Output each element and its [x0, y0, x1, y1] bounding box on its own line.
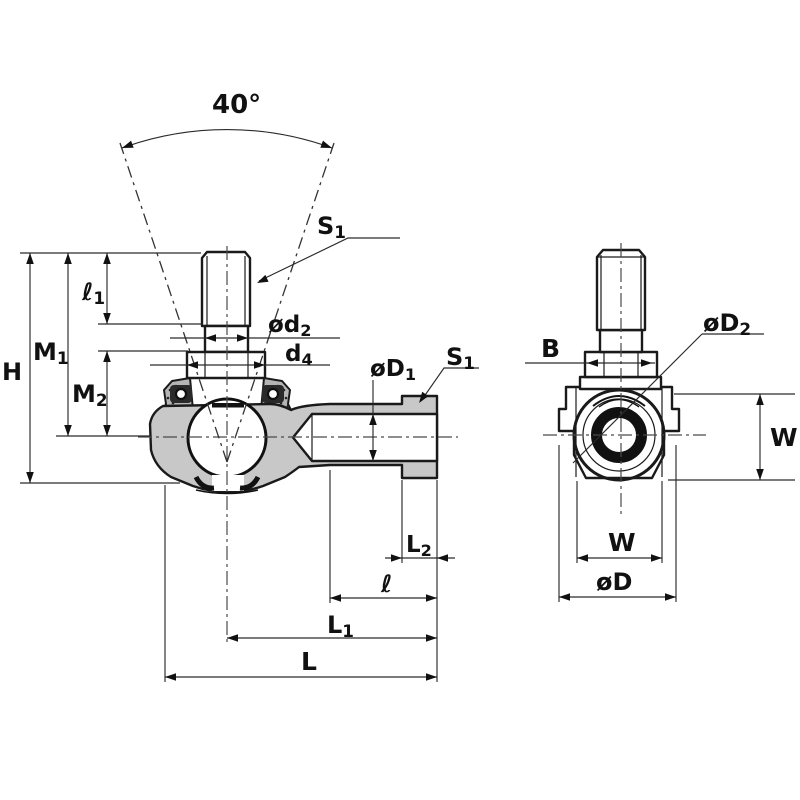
stud-thread-right — [595, 248, 647, 332]
bottom-lip-edge — [195, 489, 259, 495]
label-nut-width: B — [541, 334, 560, 363]
bottom-lip-left — [193, 475, 215, 491]
dim-total-length: L — [165, 647, 437, 681]
swing-cone: 40° — [119, 90, 335, 463]
leader-socket-wrench: S1 — [415, 343, 479, 406]
label-washer-dia: d4 — [285, 341, 313, 369]
label-socket-wrench: S1 — [446, 343, 475, 373]
boot-arc-inner — [598, 398, 640, 408]
housing-front — [557, 385, 681, 480]
dim-m1: M1 — [33, 253, 72, 436]
dim-body-dia: øD — [558, 445, 677, 602]
dim-socket-thread-length: ℓ — [330, 570, 437, 602]
stud-thread-left — [200, 250, 252, 328]
dim-washer-dia: d4 — [150, 341, 330, 369]
stud-end-face — [212, 403, 244, 408]
label-center-to-end: L1 — [327, 611, 354, 641]
label-cone-angle: 40° — [212, 90, 261, 120]
dim-stud-thread-dia: ød2 — [170, 312, 340, 342]
label-step-length: L2 — [406, 532, 432, 560]
clamp-spring-right — [266, 387, 280, 401]
dim-body-width-side: W — [668, 393, 798, 481]
label-m2: M2 — [72, 380, 108, 410]
right-dimensions: B øD2 W W — [525, 309, 798, 602]
label-ring-dia: øD2 — [703, 309, 751, 339]
left-dimensions: H M1 ℓ1 M2 ød2 — [2, 212, 479, 682]
label-body-width-bottom: W — [608, 528, 636, 557]
label-m1: M1 — [33, 338, 69, 368]
dim-total-height: H — [2, 253, 34, 483]
left-view-section: 40° — [119, 90, 458, 643]
label-stud-wrench: S1 — [317, 212, 346, 242]
leader-stud-wrench: S1 — [255, 212, 400, 287]
label-body-dia: øD — [596, 568, 632, 596]
label-total-length: L — [301, 647, 317, 676]
dim-step-length: L2 — [385, 532, 455, 562]
dim-bore-dia: øD1 — [369, 356, 416, 461]
label-stud-thread-dia: ød2 — [268, 312, 311, 340]
dim-stud-thread-length: ℓ1 — [81, 253, 111, 324]
right-view-end — [543, 243, 706, 515]
label-stud-thread-length: ℓ1 — [81, 278, 105, 308]
boot-arc-outer — [592, 395, 646, 407]
dim-m2: M2 — [72, 351, 111, 436]
label-total-height: H — [2, 358, 22, 386]
label-socket-thread-length: ℓ — [380, 570, 392, 598]
bottom-lip-right — [239, 475, 261, 491]
clamp-spring-left — [174, 387, 188, 401]
dim-body-width-bottom: W — [576, 481, 663, 563]
dim-center-to-end: L1 — [227, 611, 437, 642]
housing-bottom-opening — [212, 475, 244, 491]
label-bore-dia: øD1 — [370, 356, 416, 384]
dim-nut-width: B — [525, 334, 655, 367]
label-body-width-side: W — [770, 423, 798, 452]
leader-ring-dia: øD2 — [572, 309, 764, 464]
